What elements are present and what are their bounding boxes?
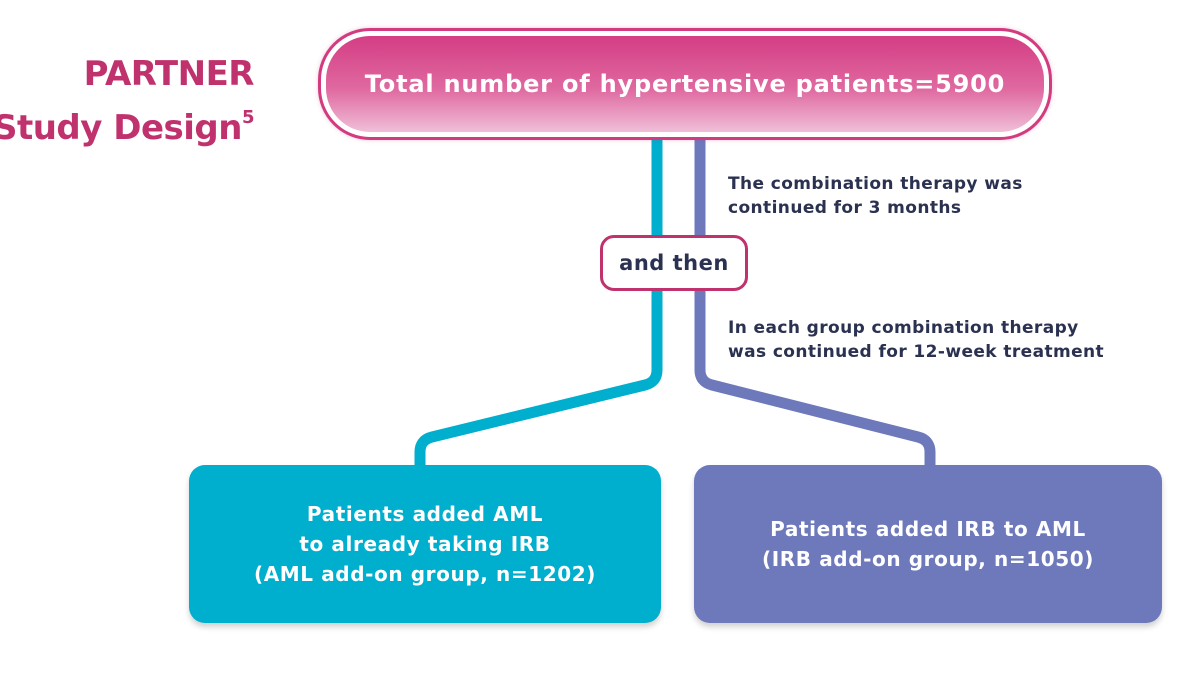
- title-line-2-text: Study Design: [0, 108, 242, 148]
- total-patients-label: Total number of hypertensive patients=59…: [326, 36, 1044, 132]
- irb-add-on-group-box: Patients added IRB to AML (IRB add-on gr…: [694, 465, 1162, 623]
- irb-group-line-2: (IRB add-on group, n=1050): [762, 547, 1094, 571]
- aml-group-line-1: Patients added AML: [306, 502, 544, 526]
- aml-group-line-3: (AML add-on group, n=1202): [253, 562, 597, 586]
- group-treatment-note-line-1: In each group combination therapy: [728, 318, 1079, 338]
- aml-add-on-group-box: Patients added AML to already taking IRB…: [189, 465, 661, 623]
- title-line-2: Study Design5: [0, 96, 255, 150]
- page-title: PARTNER Study Design5: [0, 52, 255, 150]
- combination-therapy-note-line-1: The combination therapy was: [728, 174, 1023, 194]
- total-patients-box: Total number of hypertensive patients=59…: [318, 28, 1052, 140]
- teal-connector: [414, 140, 663, 466]
- group-treatment-note-line-2: was continued for 12-week treatment: [728, 342, 1105, 362]
- aml-group-line-2: to already taking IRB: [299, 532, 551, 556]
- title-reference-superscript: 5: [241, 107, 255, 128]
- and-then-box: and then: [600, 235, 748, 291]
- group-treatment-note: In each group combination therapy was co…: [728, 316, 1104, 364]
- combination-therapy-note-line-2: continued for 3 months: [728, 198, 962, 218]
- title-line-1: PARTNER: [83, 54, 255, 94]
- irb-group-line-1: Patients added IRB to AML: [770, 517, 1086, 541]
- combination-therapy-note: The combination therapy was continued fo…: [728, 172, 1023, 220]
- purple-connector: [694, 140, 936, 466]
